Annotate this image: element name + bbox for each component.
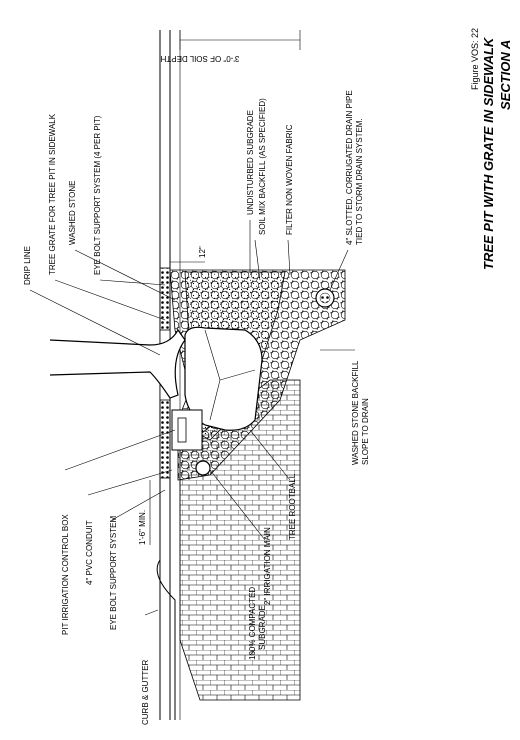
- washed-stone-label: WASHED STONE: [68, 181, 77, 245]
- compacted-label-2: SUBGRADE: [258, 605, 267, 650]
- rootball-wrap-lines: [204, 329, 256, 421]
- tree-rootball-label: TREE ROOTBALL: [288, 473, 297, 540]
- control-valve-icon: [177, 417, 187, 443]
- figure-title: TREE PIT WITH GRATE IN SIDEWALK: [481, 36, 496, 270]
- pvc-conduit-label: 4" PVC CONDUIT: [85, 520, 94, 585]
- irrigation-control-box: [171, 409, 203, 451]
- drain-pipe-label-1: 4" SLOTTED, CORRUGATED DRAIN PIPE: [345, 90, 354, 245]
- figure-subtitle: SECTION A: [498, 40, 513, 110]
- filter-fabric-label: FILTER NON WOVEN FABRIC: [285, 124, 294, 235]
- irrigation-main-label: 2" IRRIGATION MAIN: [263, 527, 272, 605]
- eye-bolt-label: EYE BOLT SUPPORT SYSTEM: [109, 516, 118, 630]
- curb-gutter-label: CURB & GUTTER: [141, 659, 150, 725]
- tree-grate-label: TREE GRATE FOR TREE PIT IN SIDEWALK: [48, 113, 57, 275]
- undisturbed-subgrade-label: UNDISTURBED SUBGRADE: [246, 110, 255, 215]
- pit-irrigation-box-label: PIT IRRIGATION CONTROL BOX: [61, 514, 70, 635]
- compacted-label-1: 100% COMPACTED: [248, 587, 257, 660]
- drain-pipe-label-2: TIED TO STORM DRAIN SYSTEM.: [355, 118, 364, 245]
- figure-number: Figure VOS: 22: [470, 28, 480, 90]
- curb-and-gutter: [156, 559, 176, 720]
- offset-label: 12": [198, 246, 207, 258]
- washed-stone-backfill-label-1: WASHED STONE BACKFILL: [351, 360, 360, 465]
- drip-line-label: DRIP LINE: [23, 246, 32, 285]
- eye-bolt-4-label: EYE BOLT SUPPORT SYSTEM (4 PER PIT): [93, 115, 102, 275]
- soil-depth-label: 3'-0" OF SOIL DEPTH: [160, 54, 239, 63]
- drain-pipe-slot-icon: [319, 292, 331, 304]
- min-depth-label: 1'-6" MIN.: [138, 510, 147, 545]
- leader-lines: [29, 220, 355, 656]
- soil-mix-label: SOIL MIX BACKFILL (AS SPECIFIED): [258, 98, 267, 235]
- irrigation-main-icon: [195, 460, 211, 476]
- washed-stone-backfill-label-2: SLOPE TO DRAIN: [361, 398, 370, 465]
- tree-trunk: [49, 328, 186, 399]
